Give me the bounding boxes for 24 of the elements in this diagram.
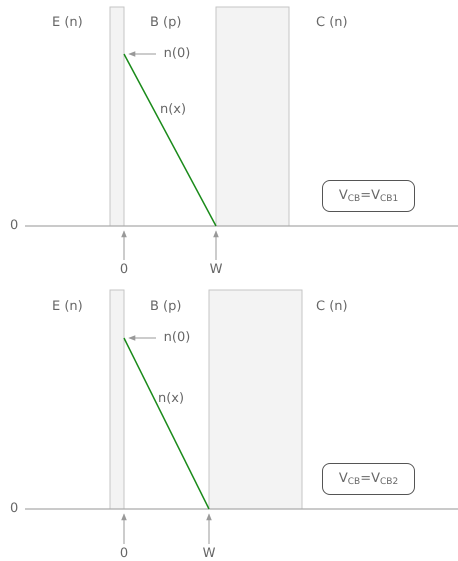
leader-arrow [128, 51, 156, 57]
leader-arrow [128, 335, 156, 341]
region-label: E (n) [52, 14, 83, 32]
leader-arrow [206, 513, 212, 544]
marker-label: n(0) [158, 45, 196, 63]
marker-label: W [208, 261, 224, 279]
curve-label: n(x) [160, 101, 186, 119]
axis-label: 0 [10, 217, 18, 235]
region-label: C (n) [316, 298, 348, 316]
region-label: B (p) [150, 298, 182, 316]
marker-label: n(0) [158, 329, 196, 347]
region-label: C (n) [316, 14, 348, 32]
leader-arrow [121, 230, 127, 260]
marker-label: 0 [118, 545, 130, 561]
curve-label: n(x) [158, 390, 184, 408]
transistor-profile-drawing [25, 6, 458, 227]
marker-label: 0 [118, 261, 130, 279]
axis-label: 0 [10, 500, 18, 518]
transistor-profile-drawing [25, 290, 458, 510]
region-label: E (n) [52, 298, 83, 316]
leader-arrow [213, 230, 219, 260]
leader-arrow [121, 513, 127, 544]
marker-label: W [201, 545, 217, 561]
region-label: B (p) [150, 14, 182, 32]
